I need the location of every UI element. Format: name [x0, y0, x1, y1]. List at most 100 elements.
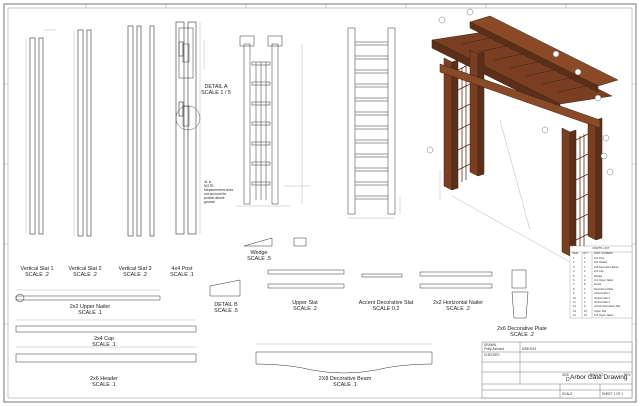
- tb-drawn-label: DRAWN: [484, 343, 496, 347]
- item-number: 9: [573, 292, 575, 296]
- item-qty: 2: [584, 270, 586, 274]
- part-number: Wedge: [594, 274, 603, 278]
- header-item: ITEM: [572, 252, 579, 255]
- header-part-number: PART NUMBER: [594, 252, 613, 255]
- parts-list-row: 13 16 Upper Slat: [570, 310, 634, 314]
- parts-list-row: 9 4 Vertical Slat 1: [570, 292, 634, 296]
- item-qty: 8: [584, 305, 586, 309]
- part-number: 2x4 Cap: [594, 270, 604, 274]
- parts-list-row: 4 2 2x4 Cap: [570, 270, 634, 274]
- cap-2x4-drawing: [15, 319, 197, 333]
- part-number: 2x6 Header: [594, 261, 608, 265]
- tb-scale-label: SCALE: [562, 392, 573, 396]
- parts-list-row: 12 8 Accent Decorative Slat: [570, 305, 634, 309]
- upper-slat-drawing: [267, 269, 345, 289]
- item-number: 3: [573, 265, 575, 269]
- item-qty: 1: [584, 265, 586, 269]
- item-qty: 4: [584, 296, 586, 300]
- arbor-isometric: [426, 8, 619, 263]
- parts-list-row: 1 4 4x4 Post: [570, 257, 634, 261]
- tb-title: Arbor Gate Drawing: [570, 374, 628, 381]
- part-number: Upper Slat: [594, 309, 607, 313]
- detail-a-drawing: [175, 27, 205, 131]
- vertical-slat-1-drawing: [25, 29, 56, 235]
- header-qty: QTY: [583, 252, 589, 255]
- item-number: 11: [573, 301, 576, 304]
- tb-checked-label: CHECKED: [484, 353, 500, 357]
- item-number: 5: [573, 274, 575, 278]
- item-number: 4: [573, 270, 575, 274]
- item-number: 1: [573, 257, 575, 260]
- zone-ticks: [4, 4, 636, 325]
- part-number: Dowel: [594, 283, 602, 287]
- part-number: Vertical Slat 3: [594, 301, 610, 304]
- tb-drawn-by: Philip Ashlund: [484, 347, 505, 351]
- header-2x6-drawing: [15, 346, 197, 363]
- item-number: 12: [573, 305, 576, 309]
- parts-list-row: 11 4 Vertical Slat 3: [570, 301, 634, 305]
- item-number: 10: [573, 296, 576, 300]
- part-number: Vertical Slat 2: [594, 296, 610, 300]
- item-number: 7: [573, 283, 575, 287]
- gate-side-elevation: [236, 35, 310, 207]
- item-number: 14: [573, 314, 576, 318]
- item-number: 6: [573, 279, 575, 282]
- ladder-elevation: [347, 27, 401, 219]
- item-qty: 4: [584, 257, 586, 260]
- wedge-drawing: [243, 237, 307, 247]
- parts-list-row: 10 4 Vertical Slat 2: [570, 297, 634, 301]
- detail-b-drawing: [209, 279, 241, 297]
- item-qty: 4: [584, 287, 586, 291]
- part-number: Decorative Plate: [594, 287, 614, 291]
- part-number: 2x8 Decorative Beam: [594, 265, 619, 269]
- vertical-slat-2-drawing: [73, 29, 92, 237]
- parts-list-title: PARTS LIST: [592, 246, 610, 250]
- item-number: 8: [573, 287, 575, 291]
- item-number: 2: [573, 261, 575, 265]
- vertical-slat-3-drawing: [127, 25, 155, 237]
- tb-rev-label: REV: [624, 373, 631, 377]
- parts-list-header: ITEM QTY PART NUMBER: [570, 252, 634, 256]
- item-qty: 4: [584, 301, 586, 304]
- horizontal-nailer-drawing: [419, 271, 493, 289]
- part-number: Vertical Slat 1: [594, 292, 610, 296]
- item-qty: 16: [584, 309, 587, 313]
- part-number: 2x2 Upper Nailer: [594, 314, 614, 318]
- item-qty: 8: [584, 283, 586, 287]
- item-number: 13: [573, 309, 576, 313]
- part-number: 4x4 Post: [594, 257, 605, 260]
- parts-list-table: [569, 245, 633, 319]
- item-qty: 4: [584, 292, 586, 296]
- tb-sheet: SHEET 1 OF 1: [602, 392, 624, 396]
- item-qty: 4: [584, 274, 586, 278]
- item-qty: 16: [584, 314, 587, 318]
- tb-size-value: D: [566, 377, 570, 383]
- tb-dwg-no-label: DWG NO: [590, 373, 604, 377]
- parts-list-row: 3 1 2x8 Decorative Beam: [570, 266, 634, 270]
- tb-size-label: SIZE: [562, 373, 570, 377]
- plate-2x6-drawing: [511, 269, 529, 319]
- part-number: Accent Decorative Slat: [594, 305, 621, 309]
- accent-slat-drawing: [361, 273, 403, 278]
- item-qty: 2: [584, 279, 586, 282]
- beam-2x8-drawing: [255, 343, 433, 374]
- upper-nailer-drawing: [15, 289, 161, 303]
